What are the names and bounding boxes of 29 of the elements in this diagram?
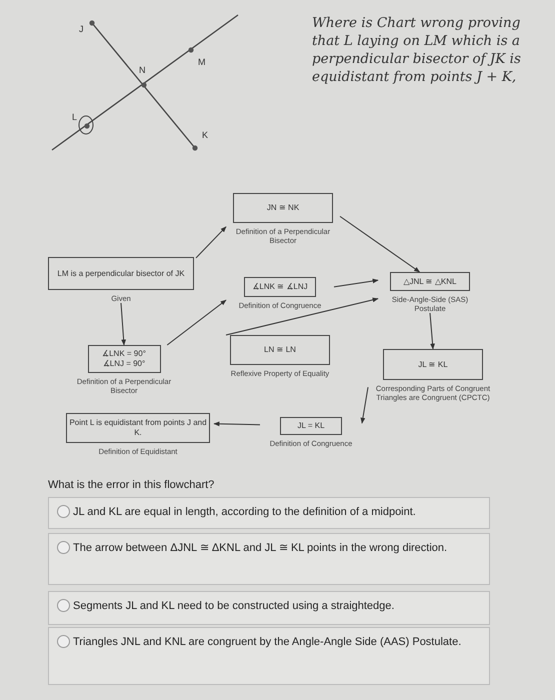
statement-box: LM is a perpendicular bisector of JK bbox=[48, 257, 194, 290]
arrow bbox=[360, 386, 368, 424]
question-text: What is the error in this flowchart? bbox=[48, 479, 214, 491]
point-label: N bbox=[139, 65, 146, 75]
option-text: Segments JL and KL need to be constructed using a straightedge. bbox=[73, 599, 394, 614]
arrow bbox=[166, 300, 226, 346]
statement-box: LN ≅ LN bbox=[230, 335, 330, 365]
statement-box: JN ≅ NK bbox=[233, 193, 333, 223]
option-text: The arrow between ΔJNL ≅ ΔKNL and JL ≅ KL points in the wrong direction. bbox=[73, 541, 448, 556]
option-text: JL and KL are equal in length, according to the definition of a midpoint. bbox=[73, 505, 416, 520]
arrow bbox=[334, 278, 379, 288]
statement-box: ∡LNK ≅ ∡LNJ bbox=[244, 277, 316, 297]
statement-box: △JNL ≅ △KNL bbox=[390, 272, 470, 291]
point-label: K bbox=[202, 130, 208, 140]
arrow bbox=[196, 226, 226, 258]
statement-box: ∡LNK = 90° ∡LNJ = 90° bbox=[88, 345, 160, 373]
handwritten-note: Where is Chart wrong proving that L laying on LM which is a perpendicular bisector of JK is equidistant from points J + K, bbox=[312, 14, 522, 86]
point-label: L bbox=[72, 112, 78, 122]
statement-box: Point L is equidistant from points J and K. bbox=[66, 413, 210, 443]
statement-box: JL ≅ KL bbox=[383, 349, 483, 380]
arrow bbox=[430, 312, 435, 350]
point-label: J bbox=[79, 24, 84, 34]
point-label: M bbox=[198, 57, 206, 67]
arrow bbox=[340, 216, 420, 272]
option-text: Triangles JNL and KNL are congruent by the Angle-Angle Side (AAS) Postulate. bbox=[73, 635, 462, 650]
arrow bbox=[226, 298, 379, 336]
arrow bbox=[120, 302, 126, 346]
statement-box: JL = KL bbox=[280, 417, 342, 435]
arrow bbox=[213, 421, 260, 426]
